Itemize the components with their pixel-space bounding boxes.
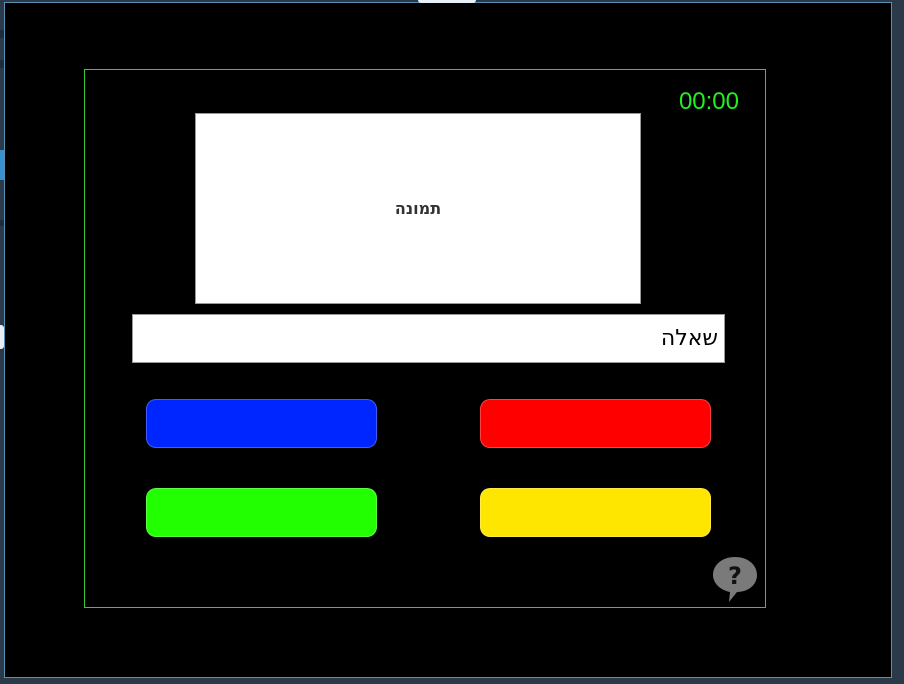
answer-button-green[interactable]	[146, 488, 377, 537]
timer: 00:00	[678, 88, 739, 115]
image-placeholder[interactable]: תמונה	[195, 113, 641, 304]
window-edge	[0, 30, 4, 38]
question-field[interactable]: שאלה	[132, 314, 725, 363]
question-bubble-icon: ?	[713, 557, 757, 602]
help-button[interactable]: ?	[709, 554, 761, 606]
svg-text:?: ?	[728, 562, 742, 590]
window-edge	[0, 220, 4, 226]
answer-button-red[interactable]	[480, 399, 711, 448]
app-window: 00:00 תמונה שאלה ?	[4, 2, 892, 678]
image-placeholder-label: תמונה	[394, 199, 442, 218]
question-text: שאלה	[660, 326, 718, 351]
quiz-frame: 00:00 תמונה שאלה ?	[84, 69, 766, 608]
window-top-handle[interactable]	[418, 0, 476, 3]
window-edge-handle[interactable]	[0, 325, 4, 349]
window-edge-active	[0, 150, 4, 180]
window-edge	[0, 60, 4, 68]
answer-button-yellow[interactable]	[480, 488, 711, 537]
answer-button-blue[interactable]	[146, 399, 377, 448]
